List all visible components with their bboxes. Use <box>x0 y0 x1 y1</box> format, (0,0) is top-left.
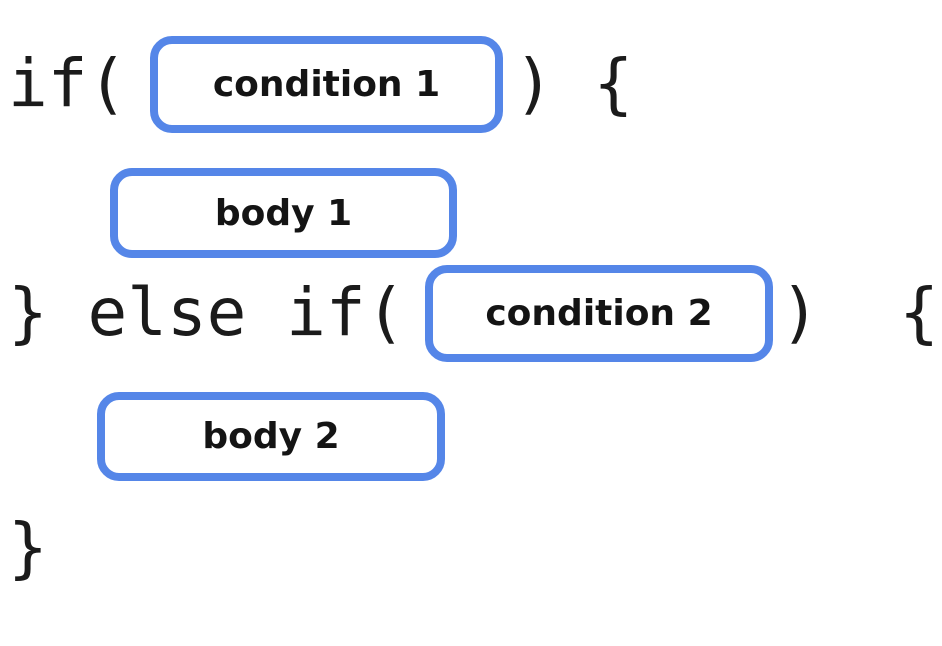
code-close-paren-brace-1: ) { <box>514 45 634 122</box>
body-2-slot[interactable]: body 2 <box>97 392 445 481</box>
condition-1-label: condition 1 <box>212 64 441 105</box>
condition-2-slot[interactable]: condition 2 <box>425 265 773 362</box>
condition-2-label: condition 2 <box>485 293 713 334</box>
body-1-slot[interactable]: body 1 <box>110 168 457 258</box>
code-close-paren-brace-2: ) { <box>780 274 939 351</box>
code-if-open: if( <box>8 45 128 122</box>
code-else-if-open: } else if( <box>8 274 406 351</box>
body-1-label: body 1 <box>214 192 353 234</box>
body-2-label: body 2 <box>202 416 340 457</box>
condition-1-slot[interactable]: condition 1 <box>150 36 503 133</box>
code-closing-brace: } <box>8 509 48 586</box>
